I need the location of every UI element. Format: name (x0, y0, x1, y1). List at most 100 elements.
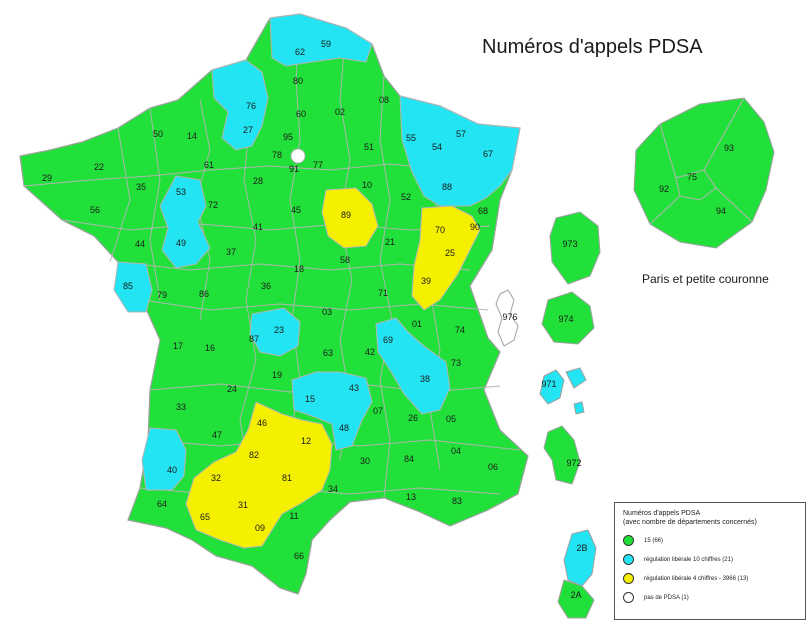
department-label-36: 36 (261, 281, 271, 291)
shape-973 (549, 211, 601, 285)
department-label-2B: 2B (576, 543, 587, 553)
department-label-22: 22 (94, 162, 104, 172)
shape-paris-inner (649, 97, 753, 225)
department-label-38: 38 (420, 374, 430, 384)
legend-item-green: 15 (66) (623, 535, 797, 546)
department-label-81: 81 (282, 473, 292, 483)
department-label-76: 76 (246, 101, 256, 111)
department-label-976: 976 (502, 312, 517, 322)
department-label-42: 42 (365, 347, 375, 357)
department-label-31: 31 (238, 500, 248, 510)
department-label-80: 80 (293, 76, 303, 86)
department-label-07: 07 (373, 406, 383, 416)
shape-971 (539, 369, 565, 405)
legend-label-yellow: régulation libérale 4 chiffres - 3966 (1… (644, 575, 749, 582)
department-label-92: 92 (659, 184, 669, 194)
shape-paris-inset (633, 97, 775, 249)
department-label-26: 26 (408, 413, 418, 423)
legend-swatch-yellow (623, 573, 634, 584)
department-label-32: 32 (211, 473, 221, 483)
shape-974 (541, 291, 595, 345)
department-label-50: 50 (153, 129, 163, 139)
department-label-56: 56 (90, 205, 100, 215)
region-franche-comte (411, 205, 481, 311)
department-label-60: 60 (296, 109, 306, 119)
region-62-59 (269, 13, 373, 67)
department-label-66: 66 (294, 551, 304, 561)
department-label-43: 43 (349, 383, 359, 393)
region-23 (249, 307, 301, 357)
department-label-03: 03 (322, 307, 332, 317)
department-label-33: 33 (176, 402, 186, 412)
department-label-84: 84 (404, 454, 414, 464)
department-label-73: 73 (451, 358, 461, 368)
department-label-67: 67 (483, 149, 493, 159)
department-label-47: 47 (212, 430, 222, 440)
department-label-01: 01 (412, 319, 422, 329)
shape-971c (573, 401, 585, 415)
department-label-27: 27 (243, 125, 253, 135)
legend: Numéros d'appels PDSA (avec nombre de dé… (614, 502, 806, 620)
region-85 (113, 261, 153, 313)
department-label-16: 16 (205, 343, 215, 353)
department-label-974: 974 (558, 314, 573, 324)
department-label-74: 74 (455, 325, 465, 335)
department-label-45: 45 (291, 205, 301, 215)
inset-caption: Paris et petite couronne (642, 272, 769, 286)
legend-item-white: pas de PDSA (1) (623, 592, 797, 603)
department-label-69: 69 (383, 335, 393, 345)
department-label-15: 15 (305, 394, 315, 404)
region-lorraine (399, 95, 521, 207)
department-label-34: 34 (328, 484, 338, 494)
department-label-63: 63 (323, 348, 333, 358)
department-label-52: 52 (401, 192, 411, 202)
department-label-09: 09 (255, 523, 265, 533)
shape-corse-2b (563, 529, 597, 587)
department-label-49: 49 (176, 238, 186, 248)
department-label-971: 971 (541, 379, 556, 389)
department-label-61: 61 (204, 160, 214, 170)
department-label-78: 78 (272, 150, 282, 160)
highlight-regions (113, 13, 521, 549)
department-label-21: 21 (385, 237, 395, 247)
department-label-64: 64 (157, 499, 167, 509)
department-label-28: 28 (253, 176, 263, 186)
legend-swatch-white (623, 592, 634, 603)
department-label-10: 10 (362, 180, 372, 190)
department-label-13: 13 (406, 492, 416, 502)
department-label-23: 23 (274, 325, 284, 335)
department-label-68: 68 (478, 206, 488, 216)
department-label-19: 19 (272, 370, 282, 380)
department-label-65: 65 (200, 512, 210, 522)
department-label-57: 57 (456, 129, 466, 139)
department-label-85: 85 (123, 281, 133, 291)
department-label-18: 18 (294, 264, 304, 274)
region-53-49 (159, 175, 211, 269)
department-label-79: 79 (157, 290, 167, 300)
department-label-53: 53 (176, 187, 186, 197)
legend-item-cyan: régulation libérale 10 chiffres (21) (623, 554, 797, 565)
region-40 (141, 427, 187, 491)
department-label-08: 08 (379, 95, 389, 105)
department-label-91: 91 (289, 164, 299, 174)
department-label-54: 54 (432, 142, 442, 152)
department-label-17: 17 (173, 341, 183, 351)
department-label-29: 29 (42, 173, 52, 183)
region-89 (321, 187, 379, 249)
department-label-87: 87 (249, 334, 259, 344)
department-label-05: 05 (446, 414, 456, 424)
department-label-62: 62 (295, 47, 305, 57)
map-title: Numéros d'appels PDSA (482, 36, 703, 58)
department-label-44: 44 (135, 239, 145, 249)
region-69-38 (375, 317, 451, 415)
department-label-06: 06 (488, 462, 498, 472)
legend-title-line2: (avec nombre de départements concernés) (623, 519, 757, 526)
region-no-pdsa (290, 148, 306, 164)
department-label-04: 04 (451, 446, 461, 456)
department-label-58: 58 (340, 255, 350, 265)
legend-swatch-green (623, 535, 634, 546)
department-label-11: 11 (289, 511, 298, 521)
department-label-59: 59 (321, 39, 331, 49)
department-label-82: 82 (249, 450, 259, 460)
